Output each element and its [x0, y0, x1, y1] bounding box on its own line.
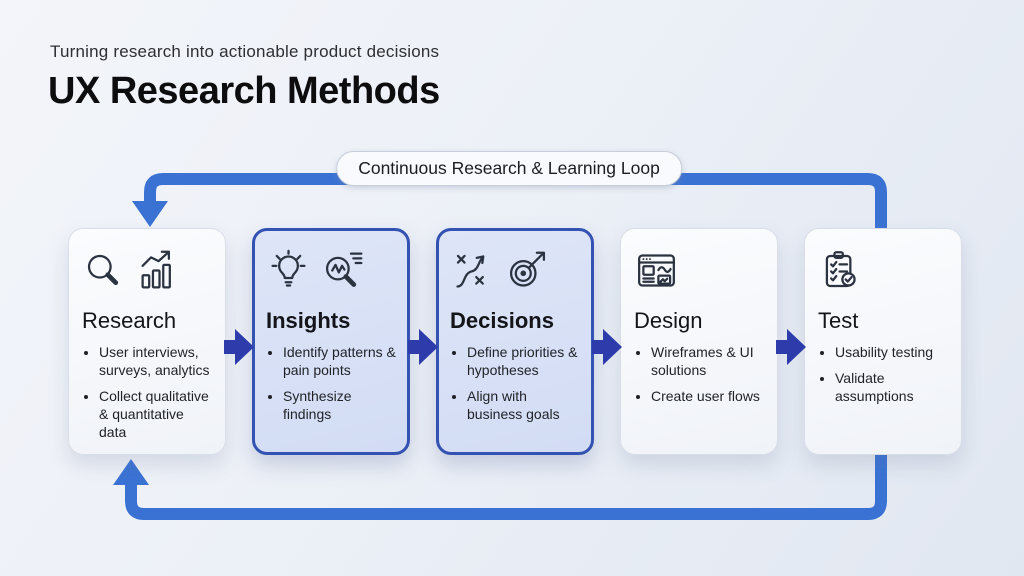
card-title: Test: [818, 308, 859, 333]
card-icons: [818, 243, 948, 297]
card-icons: [450, 243, 580, 297]
lightbulb-icon: [266, 248, 311, 293]
wireframe-browser-icon: [634, 248, 679, 293]
loop-bottom-arrowhead-icon: [113, 459, 149, 485]
card-bullet-list: User interviews, surveys, analyticsColle…: [82, 344, 212, 442]
target-icon: [505, 248, 550, 293]
bullet-item: Align with business goals: [467, 388, 580, 424]
loop-top-arrowhead-icon: [132, 201, 168, 227]
bullet-item: Validate assumptions: [835, 370, 948, 406]
magnifier-icon: [82, 248, 127, 293]
card-title: Design: [634, 308, 703, 333]
bullet-item: Usability testing: [835, 344, 948, 362]
checklist-clipboard-icon: [818, 248, 863, 293]
page-subtitle: Turning research into actionable product…: [50, 42, 440, 61]
card-design: Design Wireframes & UI solutionsCreate u…: [620, 228, 778, 455]
card-research: Research User interviews, surveys, analy…: [68, 228, 226, 455]
card-test: Test Usability testingValidate assumptio…: [804, 228, 962, 455]
card-title: Insights: [266, 308, 351, 333]
analysis-magnifier-icon: [321, 248, 366, 293]
bullet-item: Create user flows: [651, 388, 764, 406]
card-title: Decisions: [450, 308, 554, 333]
card-icons: [82, 243, 212, 297]
card-icons: [266, 243, 396, 297]
card-bullet-list: Usability testingValidate assumptions: [818, 344, 948, 406]
card-bullet-list: Wireframes & UI solutionsCreate user flo…: [634, 344, 764, 406]
bullet-item: Identify patterns & pain points: [283, 344, 396, 380]
card-icons: [634, 243, 764, 297]
loop-bottom-line: [125, 448, 887, 520]
bullet-item: Define priorities & hypotheses: [467, 344, 580, 380]
card-insights: Insights Identify patterns & pain points…: [252, 228, 410, 455]
card-bullet-list: Define priorities & hypothesesAlign with…: [450, 344, 580, 424]
card-decisions: Decisions Define priorities & hypotheses…: [436, 228, 594, 455]
bullet-item: Synthesize findings: [283, 388, 396, 424]
process-cards-row: Research User interviews, surveys, analy…: [68, 228, 962, 455]
bullet-item: User interviews, surveys, analytics: [99, 344, 212, 380]
bullet-item: Wireframes & UI solutions: [651, 344, 764, 380]
bar-chart-trend-icon: [137, 248, 182, 293]
card-bullet-list: Identify patterns & pain pointsSynthesiz…: [266, 344, 396, 424]
loop-label-pill: Continuous Research & Learning Loop: [336, 151, 682, 186]
page-title: UX Research Methods: [48, 70, 440, 112]
card-title: Research: [82, 308, 177, 333]
strategy-icon: [450, 248, 495, 293]
bullet-item: Collect qualitative & quantitative data: [99, 388, 212, 442]
